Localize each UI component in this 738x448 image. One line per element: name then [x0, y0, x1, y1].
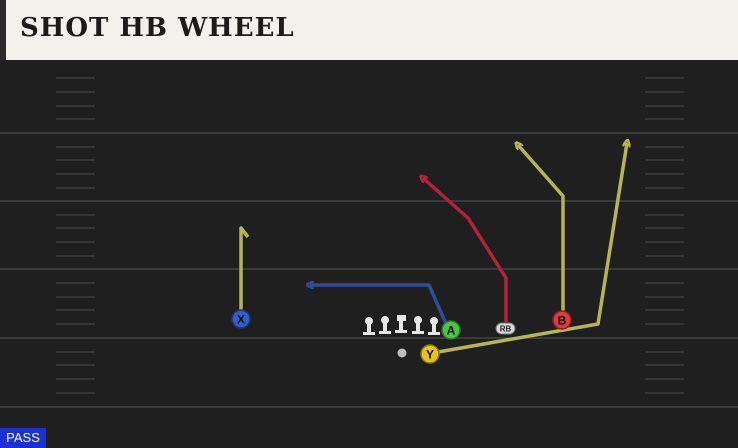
- player-y[interactable]: Y: [420, 344, 440, 364]
- route-x-hitch[interactable]: [239, 226, 250, 314]
- quarterback-icon: [397, 348, 407, 358]
- player-y-label: Y: [426, 348, 434, 362]
- play-title-bar: SHOT HB WHEEL: [0, 0, 738, 64]
- offensive-line: [363, 315, 440, 335]
- player-b-label: B: [558, 314, 567, 328]
- center-icon: [395, 315, 407, 333]
- field-turf: [0, 60, 738, 448]
- play-title: SHOT HB WHEEL: [20, 13, 295, 43]
- player-rb-label: RB: [500, 325, 512, 334]
- yard-lines: [0, 132, 738, 408]
- player-b[interactable]: B: [552, 310, 572, 330]
- player-rb[interactable]: RB: [495, 322, 516, 335]
- play-type-badge: PASS: [0, 428, 46, 448]
- lineman-icon: [428, 317, 440, 335]
- lineman-icon: [363, 317, 375, 335]
- route-a-out[interactable]: [310, 285, 449, 327]
- player-a-label: A: [447, 324, 456, 338]
- lineman-icon: [412, 316, 424, 334]
- route-rb-wheel[interactable]: [423, 178, 508, 322]
- play-field: X A RB B Y: [0, 60, 738, 448]
- lineman-icon: [379, 316, 391, 334]
- route-y-streak[interactable]: [437, 143, 627, 354]
- player-x-label: X: [237, 313, 245, 327]
- player-a[interactable]: A: [441, 320, 461, 340]
- route-b-corner[interactable]: [518, 145, 565, 314]
- hash-marks: [56, 77, 684, 394]
- player-x[interactable]: X: [231, 309, 251, 329]
